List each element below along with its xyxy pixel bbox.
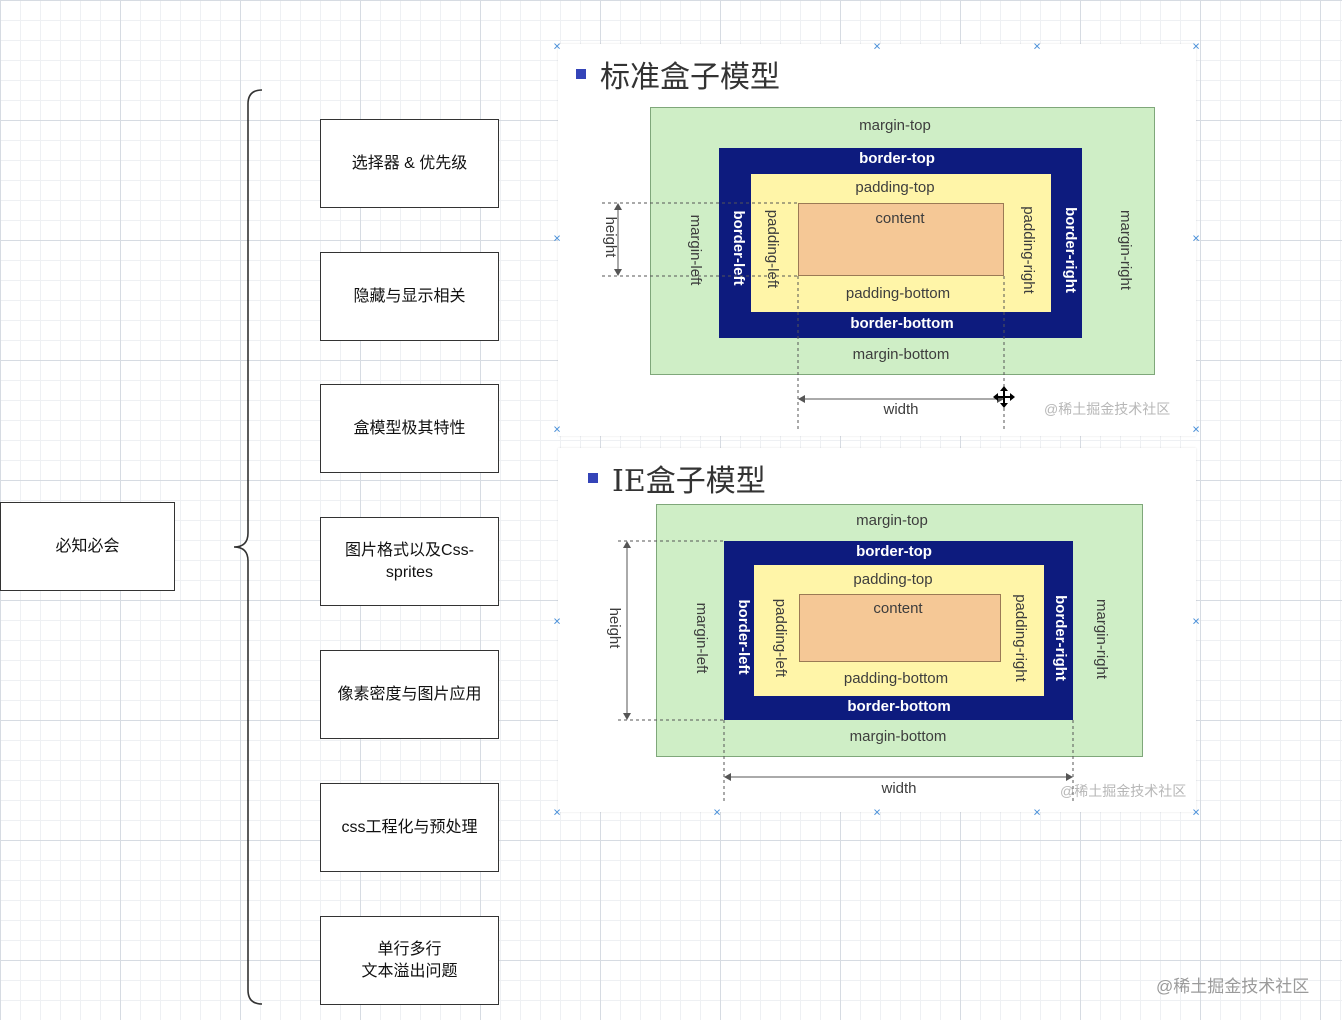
padding-top-label: padding-top [855,179,935,196]
ie-box-title: IE盒子模型 [588,456,766,500]
selection-handle-icon[interactable]: × [713,804,721,820]
content-area [798,203,1004,276]
selection-handle-icon[interactable]: × [1033,804,1041,820]
selection-handle-icon[interactable]: × [1192,613,1200,629]
border-left-label: border-left [735,599,752,675]
width-label: width [881,780,917,797]
selection-handle-icon[interactable]: × [1033,38,1041,54]
mindmap-child-node[interactable]: 图片格式以及Css- sprites [320,517,499,606]
margin-bottom-label: margin-bottom [852,346,950,363]
ie-box-model-image[interactable]: IE盒子模型 margin-top margin-bottom margin-l… [558,448,1196,812]
padding-right-label: padding-right [1020,206,1037,294]
mindmap-child-node[interactable]: 盒模型极其特性 [320,384,499,473]
mindmap-brace-connector [233,89,263,1005]
square-bullet-icon [576,69,586,79]
image-watermark: @稀土掘金技术社区 [1044,401,1171,417]
selection-handle-icon[interactable]: × [1192,230,1200,246]
height-label: height [602,216,619,258]
selection-handle-icon[interactable]: × [553,230,561,246]
height-label: height [606,607,623,649]
selection-handle-icon[interactable]: × [1192,804,1200,820]
content-label: content [873,600,923,617]
page-watermark: @稀土掘金技术社区 [1156,977,1310,996]
margin-top-label: margin-top [859,117,931,134]
selection-handle-icon[interactable]: × [553,804,561,820]
image-watermark: @稀土掘金技术社区 [1060,783,1187,799]
selection-handle-icon[interactable]: × [553,613,561,629]
standard-box-model-image[interactable]: 标准盒子模型 margin-top margin-bottom margin-l… [558,44,1196,436]
padding-bottom-label: padding-bottom [845,285,951,302]
border-right-label: border-right [1052,595,1069,681]
selection-handle-icon[interactable]: × [873,804,881,820]
selection-handle-icon[interactable]: × [553,421,561,437]
mindmap-child-node[interactable]: 隐藏与显示相关 [320,252,499,341]
padding-top-label: padding-top [853,571,933,588]
margin-left-label: margin-left [693,602,710,674]
selection-handle-icon[interactable]: × [873,38,881,54]
standard-box-title: 标准盒子模型 [576,52,780,96]
padding-left-label: padding-left [764,209,781,289]
selection-handle-icon[interactable]: × [1192,421,1200,437]
move-cursor-icon [993,386,1015,408]
border-left-label: border-left [730,210,747,286]
padding-left-label: padding-left [772,598,789,678]
margin-right-label: margin-right [1093,598,1110,680]
margin-left-label: margin-left [687,214,704,286]
border-bottom-label: border-bottom [847,698,951,715]
content-label: content [875,210,925,227]
selection-handle-icon[interactable]: × [1192,38,1200,54]
border-bottom-label: border-bottom [850,315,954,332]
selection-handle-icon[interactable]: × [553,38,561,54]
margin-bottom-label: margin-bottom [849,728,947,745]
border-top-label: border-top [856,543,932,560]
border-right-label: border-right [1062,207,1079,293]
mindmap-child-node[interactable]: 像素密度与图片应用 [320,650,499,739]
margin-right-label: margin-right [1117,209,1134,291]
content-area [799,594,1001,662]
mindmap-child-node[interactable]: 选择器 & 优先级 [320,119,499,208]
mindmap-child-node[interactable]: 单行多行 文本溢出问题 [320,916,499,1005]
square-bullet-icon [588,473,598,483]
mindmap-root-node[interactable]: 必知必会 [0,502,175,591]
standard-box-title-text: 标准盒子模型 [600,60,780,95]
width-label: width [883,401,919,418]
mindmap-child-node[interactable]: css工程化与预处理 [320,783,499,872]
margin-top-label: margin-top [856,512,928,529]
ie-box-title-text: IE盒子模型 [612,464,766,499]
border-top-label: border-top [859,150,935,167]
padding-bottom-label: padding-bottom [843,670,949,687]
padding-right-label: padding-right [1012,594,1029,682]
